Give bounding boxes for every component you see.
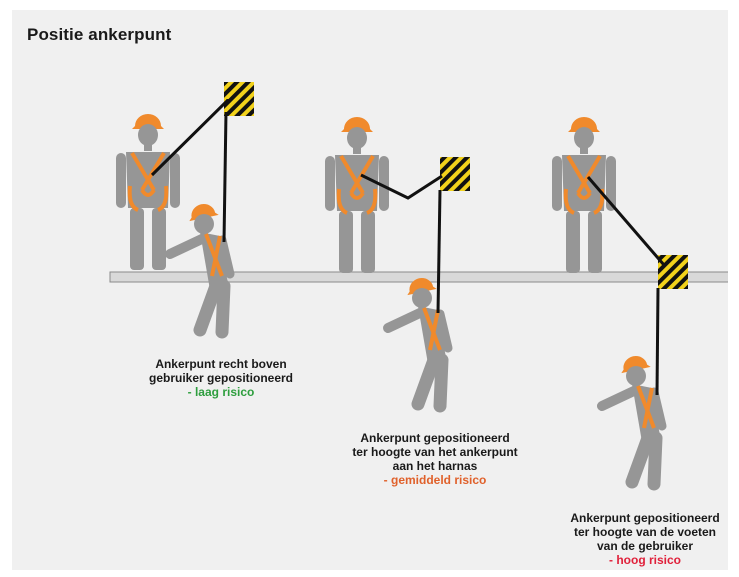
falling-worker-1 [170,201,230,332]
anchor-point-illustration [109,82,728,570]
caption-line: aan het harnas [392,459,478,473]
scenario-medium-risk [323,115,470,406]
caption-line: ter hoogte van het ankerpunt [352,445,518,459]
risk-label-high: - hoog risico [609,553,681,567]
caption-medium-risk: Ankerpunt gepositioneerd ter hoogte van … [340,431,530,487]
lanyard-1 [150,98,230,177]
caption-high-risk: Ankerpunt gepositioneerd ter hoogte van … [555,511,728,567]
caption-line: Ankerpunt gepositioneerd [360,431,510,445]
standing-worker-3 [550,115,618,275]
risk-label-low: - laag risico [187,385,255,399]
anchor-point-3 [658,255,688,289]
caption-line: gebruiker gepositioneerd [148,371,294,385]
caption-line: Ankerpunt gepositioneerd [570,511,720,525]
page-title: Positie ankerpunt [27,25,172,44]
standing-worker-1 [114,112,182,272]
scenario-high-risk [550,115,688,484]
scenario-low-risk [114,82,254,332]
lanyard-3 [586,176,666,266]
standing-worker-2 [323,115,391,275]
caption-line: van de gebruiker [596,539,694,553]
anchor-point-2 [440,157,470,191]
caption-line: ter hoogte van de voeten [573,525,717,539]
caption-low-risk: Ankerpunt recht boven gebruiker gepositi… [136,357,306,399]
risk-label-medium: - gemiddeld risico [383,473,487,487]
falling-worker-3 [602,353,662,484]
lanyard-2 [360,173,443,200]
diagram-canvas: Positie ankerpunt [12,10,728,570]
caption-line: Ankerpunt recht boven [155,357,287,371]
